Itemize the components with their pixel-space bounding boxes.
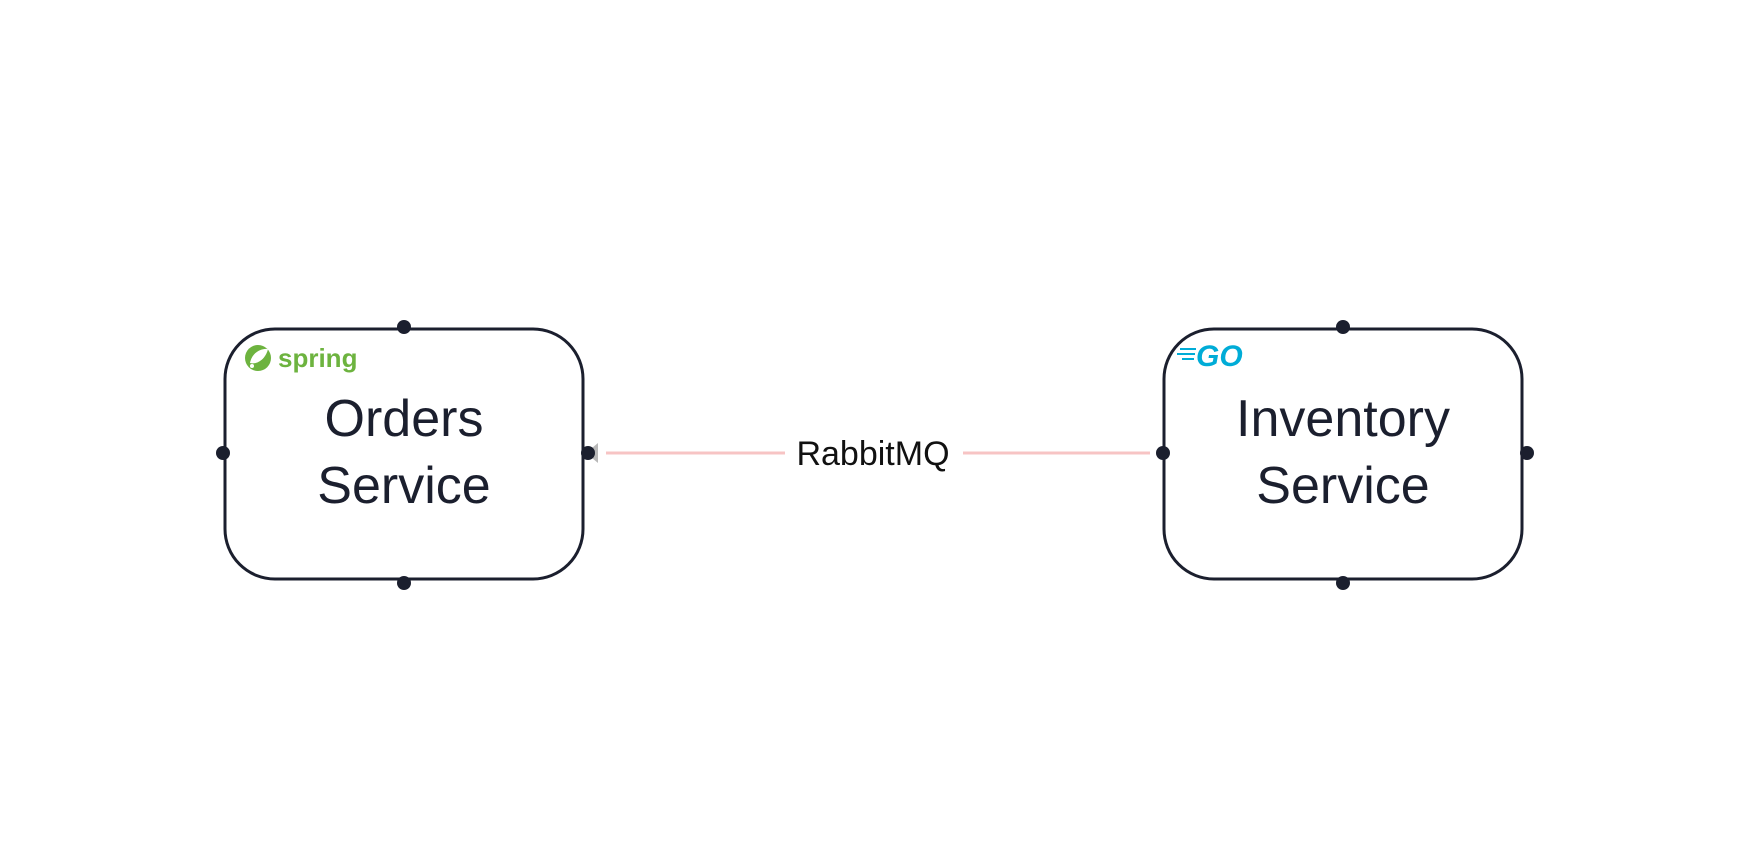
handle-right[interactable] [1520, 446, 1534, 460]
handle-bottom[interactable] [397, 576, 411, 590]
edge-rabbitmq[interactable]: RabbitMQ [586, 435, 1150, 473]
go-logo-text: GO [1196, 340, 1243, 373]
node-label-line2: Service [1256, 457, 1429, 515]
node-label-line1: Orders [325, 390, 484, 448]
handle-left[interactable] [216, 446, 230, 460]
spring-logo-icon: spring [245, 343, 357, 373]
handle-top[interactable] [397, 320, 411, 334]
go-logo-icon: GO [1177, 340, 1243, 373]
handle-left[interactable] [1156, 446, 1170, 460]
handle-right[interactable] [581, 446, 595, 460]
handle-top[interactable] [1336, 320, 1350, 334]
handle-bottom[interactable] [1336, 576, 1350, 590]
node-orders-service[interactable]: spring Orders Service [216, 320, 595, 590]
node-inventory-service[interactable]: GO Inventory Service [1156, 320, 1534, 590]
edge-label[interactable]: RabbitMQ [796, 435, 949, 473]
spring-logo-text: spring [278, 343, 357, 373]
node-label-line1: Inventory [1236, 390, 1450, 448]
node-label-line2: Service [317, 457, 490, 515]
